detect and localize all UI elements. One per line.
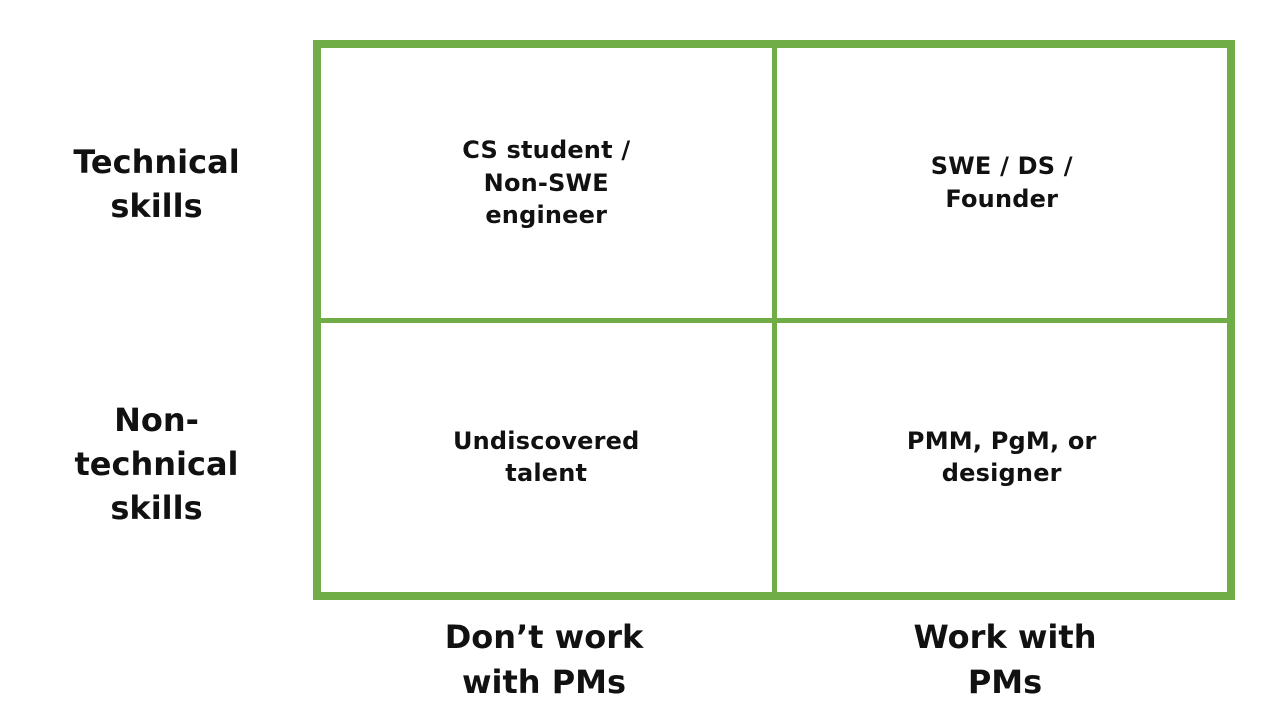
quadrant-label-cs-student-non-swe-engineer: CS student / Non-SWE engineer <box>462 136 631 229</box>
quadrant-label-undiscovered-talent: Undiscovered talent <box>452 426 640 488</box>
col-label-dont-work-with-pms: Don’t work with PMs <box>444 618 644 701</box>
quadrant-top-left: CS student / Non-SWE engineer <box>321 48 772 318</box>
row-label-non-technical-skills: Non- technical skills <box>74 401 239 528</box>
quadrant-top-right: SWE / DS / Founder <box>776 48 1227 318</box>
quadrant-label-pmm-pgm-designer: PMM, PgM, or designer <box>906 426 1097 488</box>
quadrant-bottom-right: PMM, PgM, or designer <box>776 322 1227 592</box>
quadrant-matrix: CS student / Non-SWE engineer SWE / DS /… <box>313 40 1235 600</box>
row-label-technical-skills: Technical skills <box>73 143 240 226</box>
col-label-work-with-pms: Work with PMs <box>913 618 1097 701</box>
quadrant-label-swe-ds-founder: SWE / DS / Founder <box>930 152 1073 213</box>
quadrant-bottom-left: Undiscovered talent <box>321 322 772 592</box>
